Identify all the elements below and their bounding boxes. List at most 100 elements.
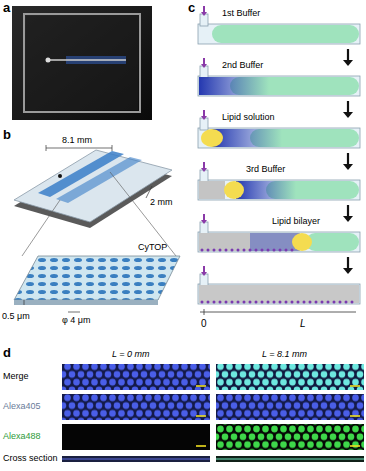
channel-part — [267, 249, 270, 252]
channel-part — [285, 249, 288, 252]
panel-letter: d — [3, 346, 11, 360]
label-text: 0.5 μm — [2, 312, 30, 322]
channel-part — [237, 249, 240, 252]
channel-part — [267, 301, 270, 304]
channel-part — [255, 301, 258, 304]
channel-part — [347, 257, 349, 269]
channel-part — [212, 25, 359, 43]
channel-part — [201, 129, 223, 147]
channel-part — [347, 205, 349, 217]
channel-part — [203, 58, 205, 65]
channel-part — [343, 112, 353, 118]
channel-part — [347, 101, 349, 113]
channel-part — [249, 301, 252, 304]
label-text: Alexa405 — [3, 402, 41, 412]
channel-part — [225, 301, 228, 304]
channel-part — [219, 301, 222, 304]
channel-part — [291, 249, 294, 252]
panel-letter: a — [3, 1, 10, 15]
channel-part — [333, 301, 336, 304]
label-text: 0 — [201, 318, 207, 329]
channel-part — [213, 249, 216, 252]
channel-part — [225, 249, 228, 252]
channel-part — [203, 214, 205, 221]
label-text: φ 4 μm — [62, 316, 91, 326]
channel-part — [231, 249, 234, 252]
label-text: L = 8.1 mm — [262, 350, 307, 360]
channel-part — [198, 76, 360, 96]
panel-letter: b — [3, 128, 11, 142]
label-text: 1st Buffer — [222, 9, 260, 19]
channel-part — [339, 301, 342, 304]
channel-part — [306, 233, 359, 251]
label-text: L — [300, 318, 306, 329]
channel-part — [207, 249, 210, 252]
channel-part — [261, 249, 264, 252]
channel-part — [237, 301, 240, 304]
channel-part — [213, 301, 216, 304]
label-text: Lipid bilayer — [272, 217, 320, 227]
channel-part — [201, 12, 207, 16]
channel-part — [255, 249, 258, 252]
channel-part — [351, 301, 354, 304]
label-text: Alexa488 — [3, 432, 41, 442]
channel-part — [198, 24, 360, 44]
channel-part — [345, 301, 348, 304]
channel-part — [203, 266, 205, 273]
channel-part — [315, 301, 318, 304]
channel-part — [343, 268, 353, 274]
channel-part — [199, 77, 269, 95]
label-text: L = 0 mm — [112, 350, 150, 360]
channel-part — [224, 181, 244, 199]
channel-part — [249, 249, 252, 252]
label-text: Lipid solution — [222, 113, 275, 123]
channel-part — [343, 164, 353, 170]
channel-part — [201, 220, 207, 224]
channel-part — [243, 301, 246, 304]
channel-part — [347, 49, 349, 61]
channel-part — [291, 301, 294, 304]
channel-part — [201, 64, 207, 68]
channel-part — [273, 301, 276, 304]
channel-part — [309, 301, 312, 304]
channel-part — [292, 233, 312, 251]
channel-part — [201, 249, 204, 252]
channel-part — [199, 181, 225, 199]
label-text: 3rd Buffer — [246, 165, 285, 175]
channel-part — [198, 128, 360, 148]
channel-part — [203, 162, 205, 169]
channel-part — [347, 153, 349, 165]
channel-part — [201, 272, 207, 276]
channel-part — [343, 60, 353, 66]
channel-part — [343, 216, 353, 222]
channel-part — [321, 301, 324, 304]
channel-part — [279, 249, 282, 252]
label-text: CyTOP — [138, 243, 167, 253]
channel-part — [201, 168, 207, 172]
channel-part — [219, 249, 222, 252]
channel-part — [201, 301, 204, 304]
label-text: Merge — [3, 372, 29, 382]
channel-part — [327, 301, 330, 304]
channel-part — [198, 232, 360, 252]
channel-part — [285, 301, 288, 304]
channel-part — [243, 249, 246, 252]
channel-part — [199, 285, 359, 303]
channel-part — [199, 233, 299, 251]
label-text: 2nd Buffer — [222, 61, 263, 71]
channel-part — [236, 181, 296, 199]
channel-part — [303, 301, 306, 304]
channel-part — [201, 116, 207, 120]
channel-part — [231, 301, 234, 304]
channel-part — [198, 284, 360, 304]
label-text: 2 mm — [150, 198, 173, 208]
label-text: 8.1 mm — [62, 136, 92, 146]
channel-part — [279, 301, 282, 304]
channel-part — [273, 249, 276, 252]
panel-letter: c — [188, 1, 195, 15]
channel-part — [203, 6, 205, 13]
channel-part — [297, 301, 300, 304]
channel-part — [198, 180, 360, 200]
label-text: Cross section — [3, 454, 58, 464]
